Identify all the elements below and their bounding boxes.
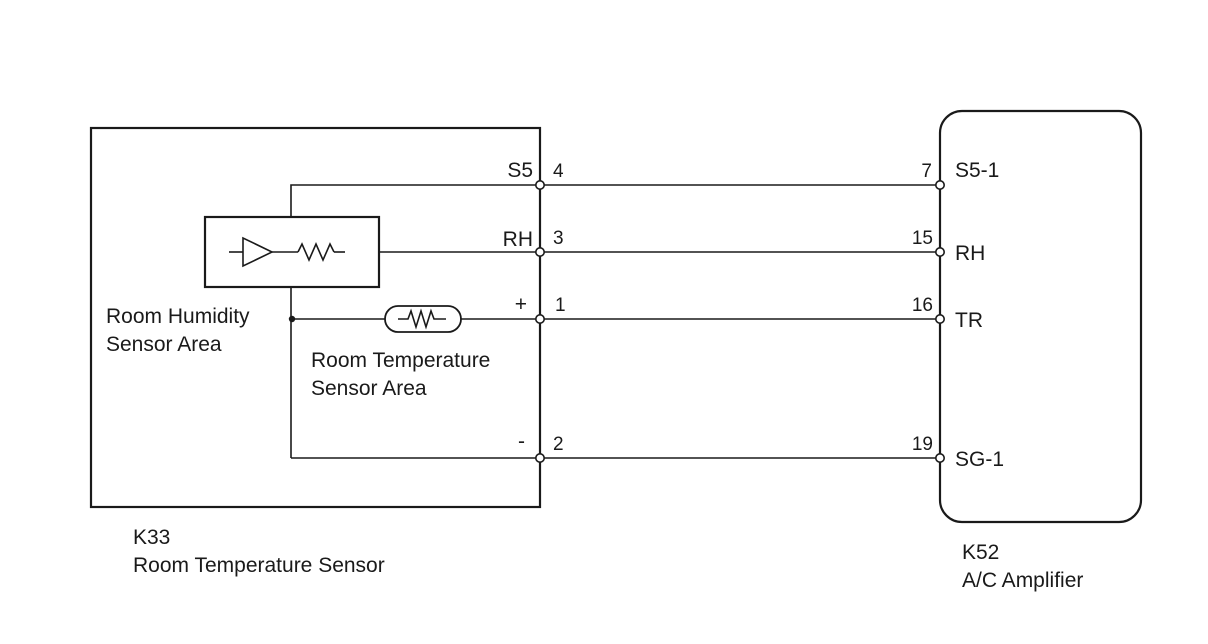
- amp-pin-19: 19: [912, 434, 933, 455]
- sensor-pin-2: 2: [553, 434, 564, 455]
- humidity-area-label-line2: Sensor Area: [106, 333, 222, 356]
- amplifier-name-label: A/C Amplifier: [962, 569, 1083, 592]
- temperature-area-label-line2: Sensor Area: [311, 377, 427, 400]
- sensor-code-label: K33: [133, 526, 170, 549]
- humidity-sensor-element: [203, 215, 381, 289]
- amp-pin-15: 15: [912, 228, 933, 249]
- amp-terminal-name-rh: RH: [955, 242, 985, 265]
- amp-pin-16: 16: [912, 295, 933, 316]
- amp-terminal-19: [934, 452, 945, 463]
- sensor-terminal-name-rh: RH: [503, 228, 533, 251]
- sensor-terminal-name-plus: +: [515, 293, 527, 316]
- humidity-area-label-line1: Room Humidity: [106, 305, 250, 328]
- amp-terminal-name-sg-1: SG-1: [955, 448, 1004, 471]
- amp-terminal-7: [934, 180, 945, 191]
- sensor-name-label: Room Temperature Sensor: [133, 554, 385, 577]
- sensor-pin-1: 1: [555, 295, 566, 316]
- sensor-terminal-name-s5: S5: [507, 159, 533, 182]
- sensor-pin-4: 4: [553, 161, 564, 182]
- sensor-pin-3: 3: [553, 228, 564, 249]
- sensor-terminal-2: [534, 452, 545, 463]
- junction-dot: [288, 315, 296, 323]
- thermistor-resistor-symbol: [398, 308, 446, 330]
- amp-terminal-15: [934, 247, 945, 258]
- amplifier-code-label: K52: [962, 541, 999, 564]
- sensor-terminal-1: [534, 313, 545, 324]
- amplifier-symbol: [242, 236, 274, 268]
- humidity-resistor-symbol: [297, 242, 335, 262]
- amp-terminal-16: [934, 313, 945, 324]
- temperature-area-label-line1: Room Temperature: [311, 349, 490, 372]
- amp-terminal-name-tr: TR: [955, 309, 983, 332]
- sensor-terminal-4: [534, 180, 545, 191]
- sensor-terminal-3: [534, 247, 545, 258]
- internal-wire-s5: [290, 184, 540, 217]
- sensor-terminal-name-minus: -: [518, 430, 525, 453]
- amp-pin-7: 7: [921, 161, 932, 182]
- amp-terminal-name-s5-1: S5-1: [955, 159, 999, 182]
